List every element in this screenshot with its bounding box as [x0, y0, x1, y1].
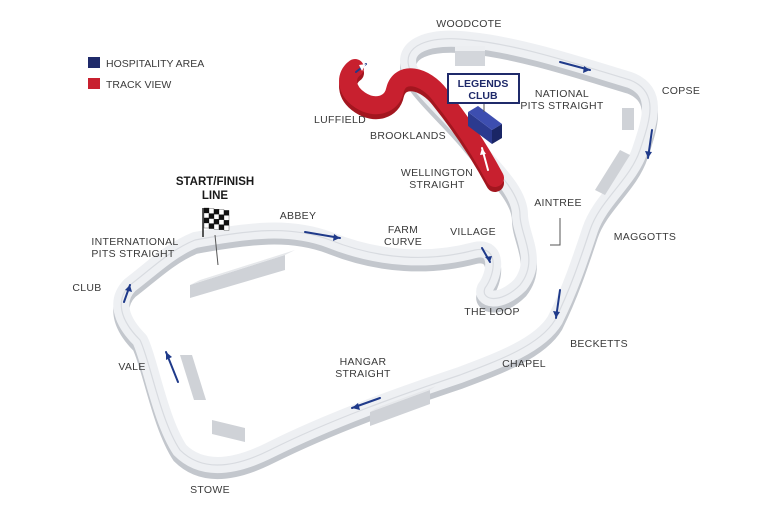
hospitality-swatch — [88, 57, 100, 68]
label-becketts: BECKETTS — [570, 338, 628, 350]
label-maggotts: MAGGOTTS — [614, 231, 676, 243]
label-hangar-2: STRAIGHT — [335, 368, 391, 380]
legends-club-box — [447, 73, 520, 104]
arrow-becketts-head — [553, 311, 560, 318]
hospitality-legend-label: HOSPITALITY AREA — [106, 58, 204, 70]
legends-club-callout: LEGENDS CLUB — [447, 73, 520, 104]
label-club: CLUB — [72, 282, 101, 294]
grandstands — [180, 46, 634, 442]
legends-club-line1: LEGENDS — [458, 78, 509, 90]
arrow-copse-head — [645, 151, 652, 158]
flag-square — [208, 208, 215, 214]
start-finish-line1: START/FINISH — [176, 176, 254, 188]
label-aintree: AINTREE — [534, 197, 582, 209]
arrow-abbey-head — [333, 234, 340, 241]
grandstand-stowe — [212, 420, 245, 442]
start-finish-line2: LINE — [202, 190, 229, 202]
label-wellington-1: WELLINGTON — [401, 167, 473, 179]
flag-square — [223, 225, 230, 231]
label-copse: COPSE — [662, 85, 700, 97]
flag-square — [203, 217, 210, 224]
track-edge — [120, 38, 651, 466]
track-view-legend-label: TRACK VIEW — [106, 79, 171, 91]
grandstand-hangar — [370, 386, 436, 426]
map-legend: HOSPITALITY AREA TRACK VIEW — [88, 57, 204, 91]
flag-square — [213, 219, 220, 225]
chequered-flag-icon — [202, 207, 230, 237]
flag-square — [223, 215, 230, 221]
flag-square — [208, 218, 215, 224]
start-finish-pointer — [214, 234, 219, 266]
legends-club-line2: CLUB — [468, 90, 498, 102]
flag-square — [213, 209, 220, 215]
arrow-hangar-head — [352, 403, 360, 410]
label-stowe: STOWE — [190, 484, 230, 496]
label-intl-1: INTERNATIONAL — [91, 236, 178, 248]
flag-square — [208, 223, 215, 229]
flag-square — [213, 214, 220, 220]
track-view-area — [339, 59, 504, 192]
grandstand-copse-1 — [622, 108, 634, 130]
label-intl-2: PITS STRAIGHT — [91, 248, 175, 260]
flag-square — [218, 214, 225, 220]
label-farm-2: CURVE — [384, 236, 422, 248]
arrow-woodcote-head — [583, 66, 590, 73]
flag-square — [223, 210, 230, 216]
arrow-village-head — [485, 256, 492, 262]
track-view-swatch — [88, 78, 100, 89]
grandstand-intl — [190, 250, 295, 298]
grandstand-woodcote — [455, 46, 485, 66]
aintree-pointer — [550, 218, 561, 246]
label-abbey: ABBEY — [280, 210, 317, 222]
label-national-1: NATIONAL — [535, 88, 589, 100]
label-luffield: LUFFIELD — [314, 114, 366, 126]
flag-square — [218, 219, 225, 225]
flag-square — [218, 224, 225, 230]
hospitality-building — [468, 106, 502, 144]
grandstand-copse-2 — [595, 150, 630, 195]
label-vale: VALE — [118, 361, 145, 373]
grandstand-vale — [180, 355, 206, 400]
flag-square — [208, 213, 215, 219]
flag-square — [213, 224, 220, 230]
flag-square — [218, 209, 225, 215]
arrow-club-head — [125, 285, 132, 292]
label-woodcote: WOODCOTE — [436, 18, 501, 30]
label-farm-1: FARM — [388, 224, 418, 236]
flag-square — [203, 212, 210, 219]
label-the-loop: THE LOOP — [464, 306, 520, 318]
label-national-2: PITS STRAIGHT — [520, 100, 604, 112]
corner-labels: WOODCOTE COPSE NATIONAL PITS STRAIGHT LU… — [72, 18, 700, 496]
label-hangar-1: HANGAR — [340, 356, 387, 368]
arrow-luffield-head — [359, 64, 366, 71]
arrow-wellington-head — [480, 148, 486, 155]
label-chapel: CHAPEL — [502, 358, 546, 370]
label-wellington-2: STRAIGHT — [409, 179, 465, 191]
direction-arrows — [123, 61, 653, 410]
arrow-vale-head — [166, 352, 172, 360]
label-brooklands: BROOKLANDS — [370, 130, 446, 142]
label-village: VILLAGE — [450, 226, 496, 238]
flag-square — [203, 207, 210, 214]
flag-square — [203, 222, 210, 229]
flag-square — [223, 220, 230, 226]
